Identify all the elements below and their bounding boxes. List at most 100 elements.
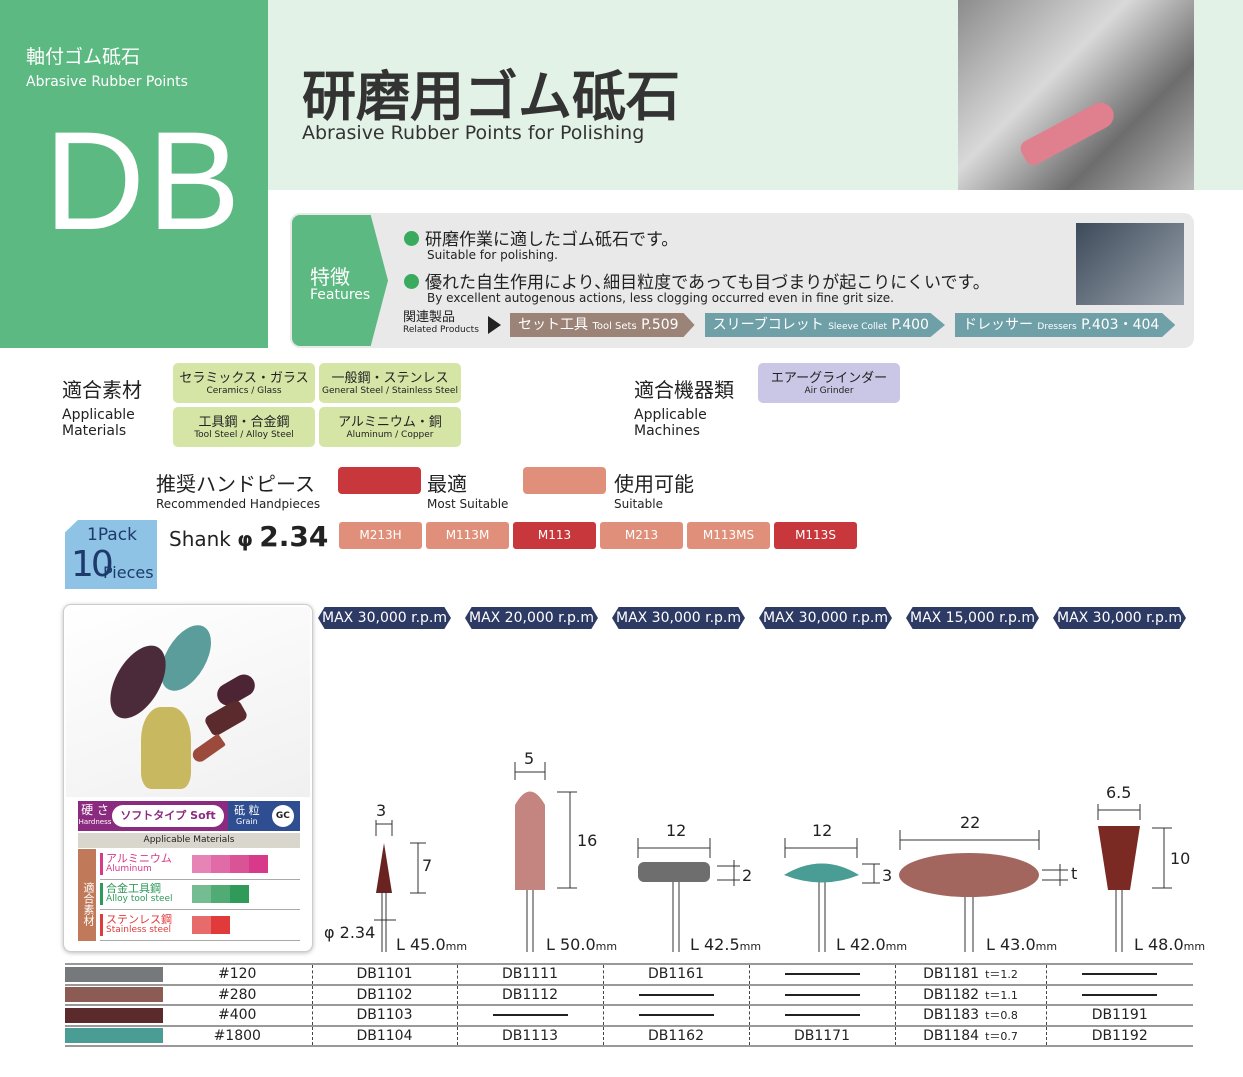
pack-top: 1Pack (87, 525, 137, 545)
features-tab: 特徴 Features (292, 215, 388, 346)
bullet-icon (404, 274, 419, 289)
tool-2-diameter: 5 (524, 749, 534, 768)
bullet-icon (404, 231, 419, 246)
grit-cell: #1800 (163, 1025, 313, 1047)
related-links: セット工具 Tool Sets P.509 スリーブコレット Sleeve Co… (510, 313, 1176, 337)
tool-1-height: 7 (422, 856, 432, 875)
features-tab-jp: 特徴 (310, 265, 350, 289)
machines-en1: Applicable (634, 407, 707, 423)
shank-size: Shank φ 2.34 (169, 520, 329, 553)
tool-1-diameter: 3 (376, 801, 386, 820)
tool-5-thickness: t (1071, 864, 1077, 883)
handpiece-m113: M113 (513, 522, 596, 549)
rating-block (230, 885, 249, 904)
related-tool-sets-link[interactable]: セット工具 Tool Sets P.509 (510, 313, 695, 337)
tool-1-drawing (374, 820, 426, 952)
product-code-cell: DB1113 (457, 1025, 604, 1047)
applicable-materials-header: Applicable Materials (78, 833, 300, 848)
empty-cell (603, 1005, 750, 1027)
machines-en2: Machines (634, 423, 700, 439)
tool-4-drawing (784, 838, 880, 952)
handpiece-m113ms: M113MS (687, 522, 770, 549)
machines-jp: 適合機器類 (634, 378, 734, 402)
feature-2-en: By excellent autogenous actions, less cl… (427, 291, 894, 305)
handpiece-m213: M213 (600, 522, 683, 549)
materials-jp: 適合素材 (62, 378, 142, 402)
empty-cell (749, 1005, 896, 1027)
rating-block (211, 915, 230, 934)
tool-1-length: L 45.0mm (396, 935, 467, 954)
empty-cell (457, 1005, 604, 1027)
machines-label: 適合機器類 Applicable Machines (634, 374, 734, 439)
tool-3-length: L 42.5mm (690, 935, 761, 954)
max-rpm-4: MAX 30,000 r.p.m (759, 607, 892, 629)
page-title: 研磨用ゴム砥石 (302, 65, 680, 128)
feature-1-jp: 研磨作業に適したゴム砥石です。 (425, 230, 679, 250)
tool-2-length: L 50.0mm (546, 935, 617, 954)
related-sleeve-collet-link[interactable]: スリーブコレット Sleeve Collet P.400 (704, 313, 945, 337)
feature-1: 研磨作業に適したゴム砥石です。 (404, 225, 678, 250)
hardness-value: ソフトタイプ Soft (112, 805, 224, 827)
series-en: Abrasive Rubber Points (26, 74, 188, 90)
empty-cell (1046, 964, 1193, 986)
related-en: Related Products (403, 325, 479, 335)
product-code-cell: DB1103 (312, 1005, 458, 1027)
handpiece-m213h: M213H (339, 522, 422, 549)
max-rpm-6: MAX 30,000 r.p.m (1053, 607, 1186, 629)
related-dressers-link[interactable]: ドレッサー Dressers P.403・404 (954, 313, 1176, 337)
tool-6-height: 10 (1170, 849, 1190, 868)
materials-label: 適合素材 Applicable Materials (62, 374, 142, 439)
grit-color-swatch (65, 1007, 163, 1023)
tool-4-height: 3 (882, 866, 892, 885)
tool-6-drawing (1097, 804, 1172, 952)
grit-color-swatch (65, 1028, 163, 1044)
rating-block (211, 854, 230, 873)
rating-block (230, 854, 249, 873)
max-rpm-1: MAX 30,000 r.p.m (318, 607, 451, 629)
grit-color-swatch (65, 966, 163, 982)
rating-jp: アルミニウム (106, 851, 172, 865)
empty-cell (749, 964, 896, 986)
tool-1-shank: φ 2.34 (324, 923, 375, 942)
series-panel: 軸付ゴム砥石 Abrasive Rubber Points DB (0, 0, 268, 348)
product-code-cell: DB1192 (1046, 1025, 1193, 1047)
handpiece-m113s: M113S (774, 522, 857, 549)
grit-cell: #280 (163, 984, 313, 1006)
handpiece-jp: 推奨ハンドピース (156, 472, 315, 496)
features-tab-en: Features (310, 287, 371, 303)
pack-unit: Pieces (103, 563, 154, 582)
rating-jp: 合金工具鋼 (106, 882, 161, 896)
product-image (66, 607, 310, 797)
grit-color-swatch (65, 987, 163, 1003)
max-rpm-3: MAX 30,000 r.p.m (612, 607, 745, 629)
tool-5-drawing (899, 830, 1068, 952)
tool-3-height: 2 (742, 866, 752, 885)
product-code-cell: DB1104 (312, 1025, 458, 1047)
tool-5-diameter: 22 (960, 813, 980, 832)
series-code: DB (44, 102, 243, 259)
tool-6-diameter: 6.5 (1106, 783, 1131, 802)
empty-cell (749, 984, 896, 1006)
legend-ok-swatch (523, 467, 606, 494)
rating-jp: ステンレス鋼 (106, 912, 172, 926)
rating-block (211, 885, 230, 904)
product-code-cell: DB1161 (603, 964, 750, 986)
series-jp: 軸付ゴム砥石 (26, 46, 141, 68)
